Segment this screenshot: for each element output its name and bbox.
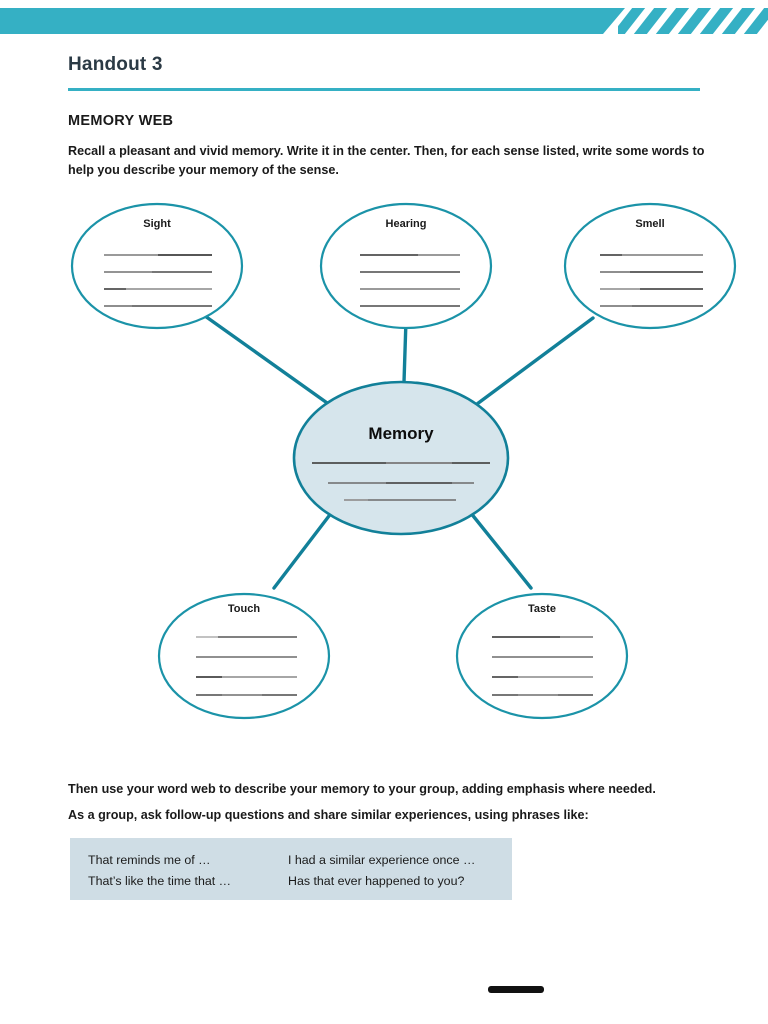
phrase-row: That reminds me of … I had a similar exp… [88,849,512,870]
node-label-smell: Smell [635,218,665,230]
node-memory-ellipse [292,380,510,536]
node-taste-writing-lines [492,636,593,696]
connector-center-touch [272,510,334,590]
node-touch-writing-lines [196,636,297,696]
footer-bar [488,986,544,993]
node-memory-center [292,380,510,536]
header-band [0,8,768,34]
phrase-similar-experience: I had a similar experience once … [288,852,476,867]
header-stripes [618,8,768,34]
node-label-hearing: Hearing [385,218,427,230]
phrase-row: That’s like the time that … Has that eve… [88,870,512,891]
node-sight-writing-lines [104,254,212,307]
connector-center-sight [203,314,332,407]
connector-center-hearing [402,318,408,384]
title-divider [68,88,700,91]
node-label-touch: Touch [227,603,261,615]
node-label-taste: Taste [528,603,556,615]
closing-line-2: As a group, ask follow-up questions and … [68,808,589,822]
node-smell-writing-lines [600,254,703,307]
section-heading: MEMORY WEB [68,113,174,129]
node-memory-writing-lines [312,462,490,501]
node-label-memory: Memory [368,424,434,443]
page-title: Handout 3 [68,54,163,75]
header-band-solid [0,8,625,34]
intro-text: Recall a pleasant and vivid memory. Writ… [68,144,705,177]
phrase-reminds-me-of: That reminds me of … [88,852,211,867]
sentence-starters-box: That reminds me of … I had a similar exp… [70,838,512,900]
closing-line-1: Then use your word web to describe your … [68,782,656,796]
connector-center-smell [475,316,595,406]
node-label-sight: Sight [143,218,171,230]
connector-lines [203,314,595,590]
connector-center-taste [468,510,533,590]
node-hearing-writing-lines [360,254,460,307]
phrase-ever-happened: Has that ever happened to you? [288,873,465,888]
phrase-like-the-time: That’s like the time that … [88,873,232,888]
